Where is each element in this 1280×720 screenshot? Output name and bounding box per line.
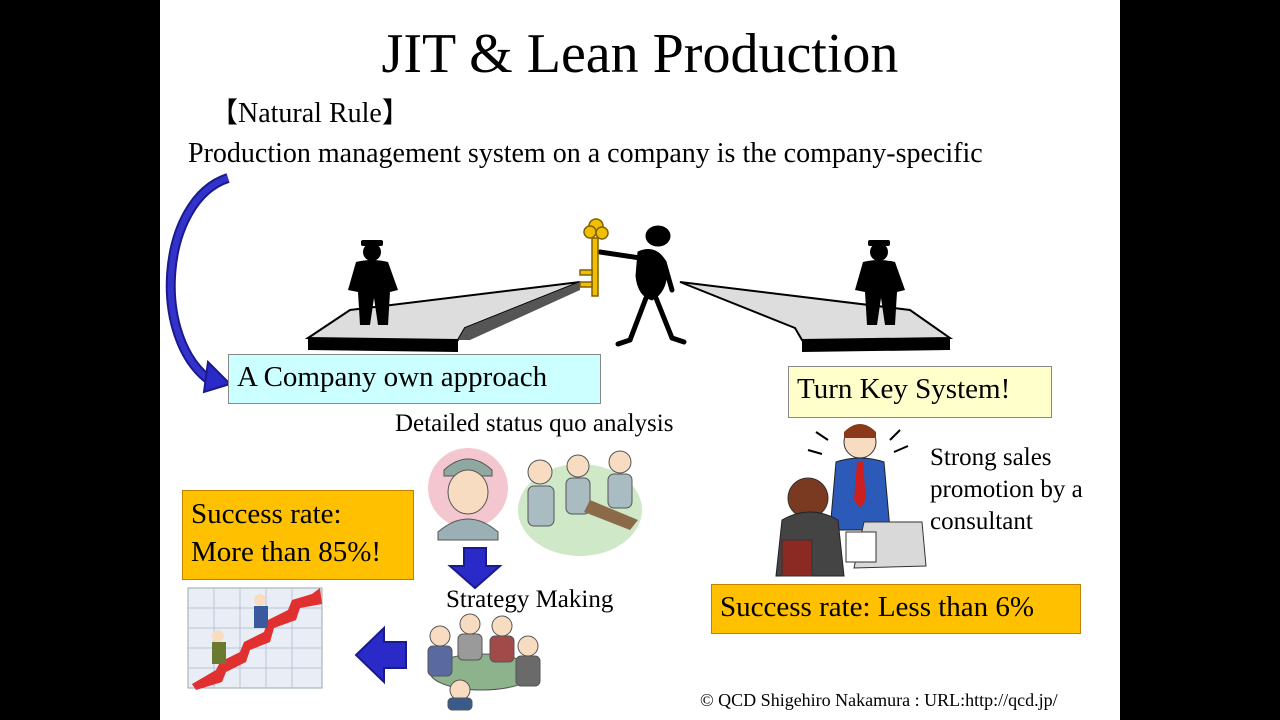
meeting-group-icon bbox=[428, 614, 540, 710]
copyright-text: © QCD Shigehiro Nakamura : URL:http://qc… bbox=[700, 690, 1058, 711]
success-rate-high-box: Success rate: More than 85%! bbox=[182, 490, 414, 580]
company-approach-box: A Company own approach bbox=[228, 354, 601, 404]
strategy-label: Strategy Making bbox=[446, 584, 613, 616]
curved-arrow-icon bbox=[171, 178, 230, 392]
growth-chart-icon bbox=[188, 588, 322, 690]
down-arrow-icon bbox=[450, 548, 500, 588]
slide-title: JIT & Lean Production bbox=[160, 22, 1120, 86]
right-road-platform bbox=[680, 282, 950, 352]
turn-key-box: Turn Key System! bbox=[788, 366, 1052, 418]
consultant-meeting-icon bbox=[776, 424, 926, 576]
worker-thinking-icon bbox=[428, 448, 508, 540]
left-arrow-icon bbox=[356, 628, 406, 682]
slide: JIT & Lean Production 【Natural Rule】 Pro… bbox=[160, 0, 1120, 720]
natural-rule-statement: Production management system on a compan… bbox=[188, 136, 983, 172]
left-road-platform bbox=[308, 282, 580, 352]
success-rate-low-box: Success rate: Less than 6% bbox=[711, 584, 1081, 634]
analysis-label: Detailed status quo analysis bbox=[395, 408, 673, 440]
natural-rule-heading: 【Natural Rule】 bbox=[210, 96, 410, 132]
worker-group-icon bbox=[518, 451, 642, 556]
key-icon bbox=[580, 219, 608, 296]
promotion-text: Strong sales promotion by a consultant bbox=[930, 442, 1100, 538]
key-holder-figure-icon bbox=[600, 226, 684, 344]
